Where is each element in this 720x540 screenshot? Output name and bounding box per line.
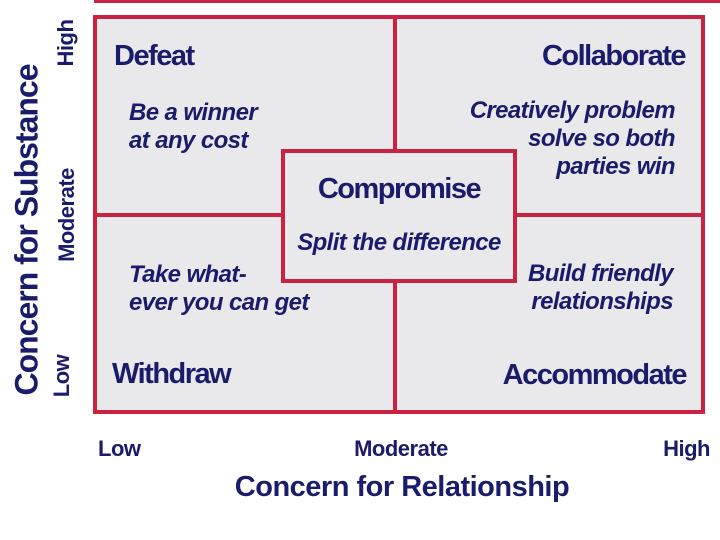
quadrant-withdraw-title: Withdraw	[112, 358, 232, 390]
quadrant-collaborate-description: Creatively problem solve so both parties…	[469, 97, 676, 180]
top-edge-line	[94, 0, 720, 3]
x-axis-tick-moderate: Moderate	[354, 436, 448, 461]
quadrant-accommodate-title: Accommodate	[502, 359, 688, 391]
quadrant-defeat-description: Be a winner at any cost	[129, 99, 258, 154]
y-axis-tick-moderate: Moderate	[54, 168, 79, 262]
quadrant-accommodate-description: Build friendly relationships	[528, 260, 674, 315]
y-axis-tick-low: Low	[49, 354, 74, 398]
x-axis-tick-high: High	[663, 436, 710, 461]
compromise-description: Split the difference	[297, 229, 501, 256]
quadrant-defeat-title: Defeat	[114, 40, 195, 72]
y-axis-title: Concern for Substance	[8, 64, 45, 396]
x-axis-tick-low: Low	[98, 436, 141, 461]
x-axis-title: Concern for Relationship	[234, 471, 570, 503]
compromise-title: Compromise	[317, 173, 482, 205]
quadrant-withdraw-description: Take what- ever you can get	[129, 261, 309, 316]
quadrant-collaborate-title: Collaborate	[541, 40, 687, 72]
compromise-box: Compromise Split the difference	[281, 149, 517, 283]
y-axis-tick-high: High	[53, 19, 78, 67]
